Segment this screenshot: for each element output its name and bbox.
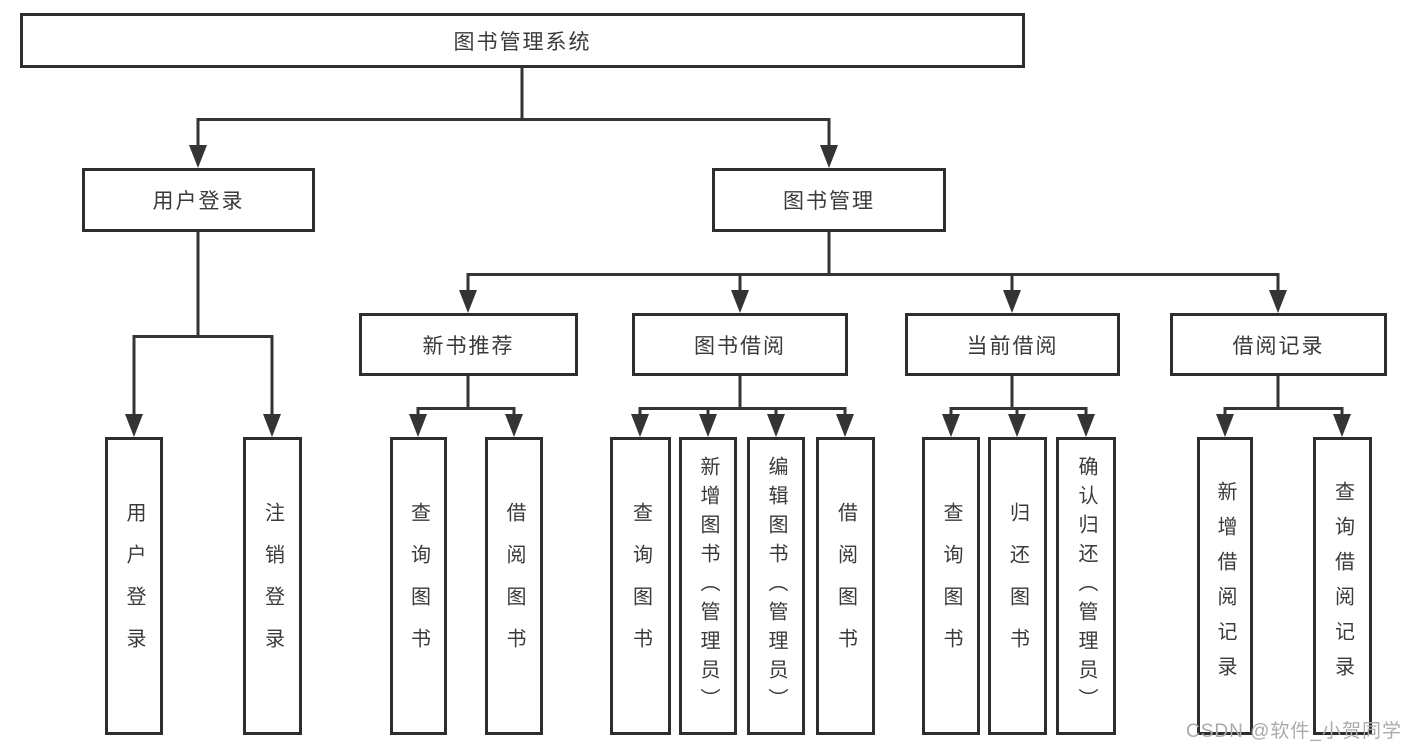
leaf-query-books-borrowing: 查询图书 [610, 437, 671, 735]
leaf-add-book-admin: 新增图书（管理员） [679, 437, 737, 735]
leaf-add-borrow-record-label: 新增借阅记录 [1214, 481, 1236, 691]
arrowhead-icon [767, 414, 785, 437]
arrowhead-icon [189, 145, 207, 168]
connector-new-book [416, 375, 516, 416]
leaf-return-books: 归还图书 [988, 437, 1047, 735]
leaf-user-login: 用户登录 [105, 437, 163, 735]
leaf-user-login-label: 用户登录 [123, 502, 145, 670]
connector-book-borrowing [638, 375, 847, 416]
connector-user-login [132, 231, 274, 416]
leaf-borrow-books-recommend-label: 借阅图书 [503, 502, 525, 670]
arrowhead-icon [942, 414, 960, 437]
arrowheads [125, 145, 1351, 437]
arrowhead-icon [125, 414, 143, 437]
leaf-edit-book-admin-label: 编辑图书（管理员） [765, 455, 787, 717]
node-root-label: 图书管理系统 [453, 30, 592, 54]
node-book-management: 图书管理 [712, 168, 946, 232]
connector-borrowing-records [1223, 375, 1344, 416]
arrowhead-icon [409, 414, 427, 437]
node-current-borrowing: 当前借阅 [905, 313, 1120, 376]
leaf-query-borrow-record-label: 查询借阅记录 [1331, 481, 1354, 691]
node-new-book-recommendation: 新书推荐 [359, 313, 578, 376]
connector-book-management [466, 231, 1280, 292]
csdn-watermark: CSDN @软件_小贺同学 [1186, 721, 1402, 742]
node-book-management-label: 图书管理 [783, 190, 875, 213]
arrowhead-icon [1003, 290, 1021, 313]
node-book-borrowing-label: 图书借阅 [694, 334, 786, 358]
leaf-add-book-admin-label: 新增图书（管理员） [697, 455, 719, 717]
leaf-confirm-return-admin: 确认归还（管理员） [1056, 437, 1116, 735]
connector-current-borrowing [949, 375, 1088, 416]
arrowhead-icon [1216, 414, 1234, 437]
arrowhead-icon [1269, 290, 1287, 313]
leaf-query-borrow-record: 查询借阅记录 [1313, 437, 1372, 735]
leaf-query-books-current: 查询图书 [922, 437, 980, 735]
leaf-query-books-recommend: 查询图书 [390, 437, 447, 735]
arrowhead-icon [263, 414, 281, 437]
node-root: 图书管理系统 [20, 13, 1025, 68]
leaf-logout: 注销登录 [243, 437, 302, 735]
arrowhead-icon [631, 414, 649, 437]
leaf-borrow-books-recommend: 借阅图书 [485, 437, 543, 735]
node-borrowing-records-label: 借阅记录 [1232, 334, 1325, 358]
node-book-borrowing: 图书借阅 [632, 313, 848, 376]
arrowhead-icon [836, 414, 854, 437]
connector-root [196, 64, 831, 147]
arrowhead-icon [505, 414, 523, 437]
arrowhead-icon [1333, 414, 1351, 437]
node-current-borrowing-label: 当前借阅 [966, 334, 1059, 358]
leaf-query-books-current-label: 查询图书 [940, 502, 962, 670]
connector-paths [132, 64, 1344, 416]
arrowhead-icon [459, 290, 477, 313]
node-new-book-recommendation-label: 新书推荐 [422, 334, 515, 358]
arrowhead-icon [1077, 414, 1095, 437]
node-borrowing-records: 借阅记录 [1170, 313, 1387, 376]
node-user-login-label: 用户登录 [152, 190, 245, 213]
leaf-query-books-recommend-label: 查询图书 [407, 502, 430, 670]
arrowhead-icon [731, 290, 749, 313]
leaf-query-books-borrowing-label: 查询图书 [629, 502, 652, 670]
arrowhead-icon [699, 414, 717, 437]
arrowhead-icon [820, 145, 838, 168]
leaf-borrow-books-borrowing: 借阅图书 [816, 437, 875, 735]
leaf-logout-label: 注销登录 [261, 502, 284, 670]
leaf-edit-book-admin: 编辑图书（管理员） [747, 437, 805, 735]
leaf-borrow-books-borrowing-label: 借阅图书 [834, 502, 857, 670]
leaf-return-books-label: 归还图书 [1006, 502, 1029, 670]
arrowhead-icon [1008, 414, 1026, 437]
leaf-confirm-return-admin-label: 确认归还（管理员） [1075, 455, 1097, 717]
leaf-add-borrow-record: 新增借阅记录 [1197, 437, 1253, 735]
node-user-login: 用户登录 [82, 168, 315, 232]
